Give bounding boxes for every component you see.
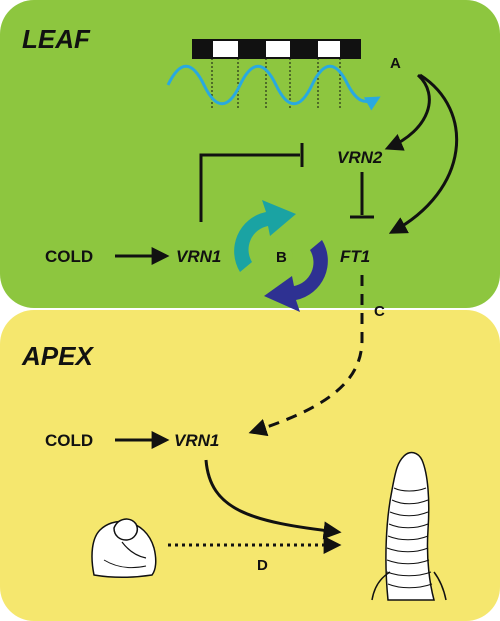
leaf-title: LEAF <box>22 24 91 54</box>
vrn2-label: VRN2 <box>337 148 383 167</box>
arrow-a-to-vrn2 <box>384 73 431 151</box>
apex-title: APEX <box>21 341 94 371</box>
vegetative-apex-drawing <box>91 518 157 578</box>
label-b: B <box>276 249 287 266</box>
leaf-cold-label: COLD <box>45 247 93 266</box>
circadian-wave <box>166 64 381 111</box>
apex-vrn1-label: VRN1 <box>174 431 219 450</box>
label-d: D <box>257 557 268 574</box>
ft1-label: FT1 <box>340 247 370 266</box>
ft1-to-apex-vrn1-arrow <box>248 275 364 437</box>
leaf-vrn1-label: VRN1 <box>176 247 221 266</box>
vrn1-represses-vrn2 <box>199 153 300 222</box>
apex-cold-label: COLD <box>45 431 93 450</box>
vrn1-to-reproductive-apex-arrow <box>204 459 342 540</box>
arrow-a-to-ft1 <box>388 73 459 234</box>
label-c: C <box>374 303 385 320</box>
label-a: A <box>390 55 401 72</box>
reproductive-apex-drawing <box>371 451 447 601</box>
feedback-loop-b <box>234 200 328 312</box>
